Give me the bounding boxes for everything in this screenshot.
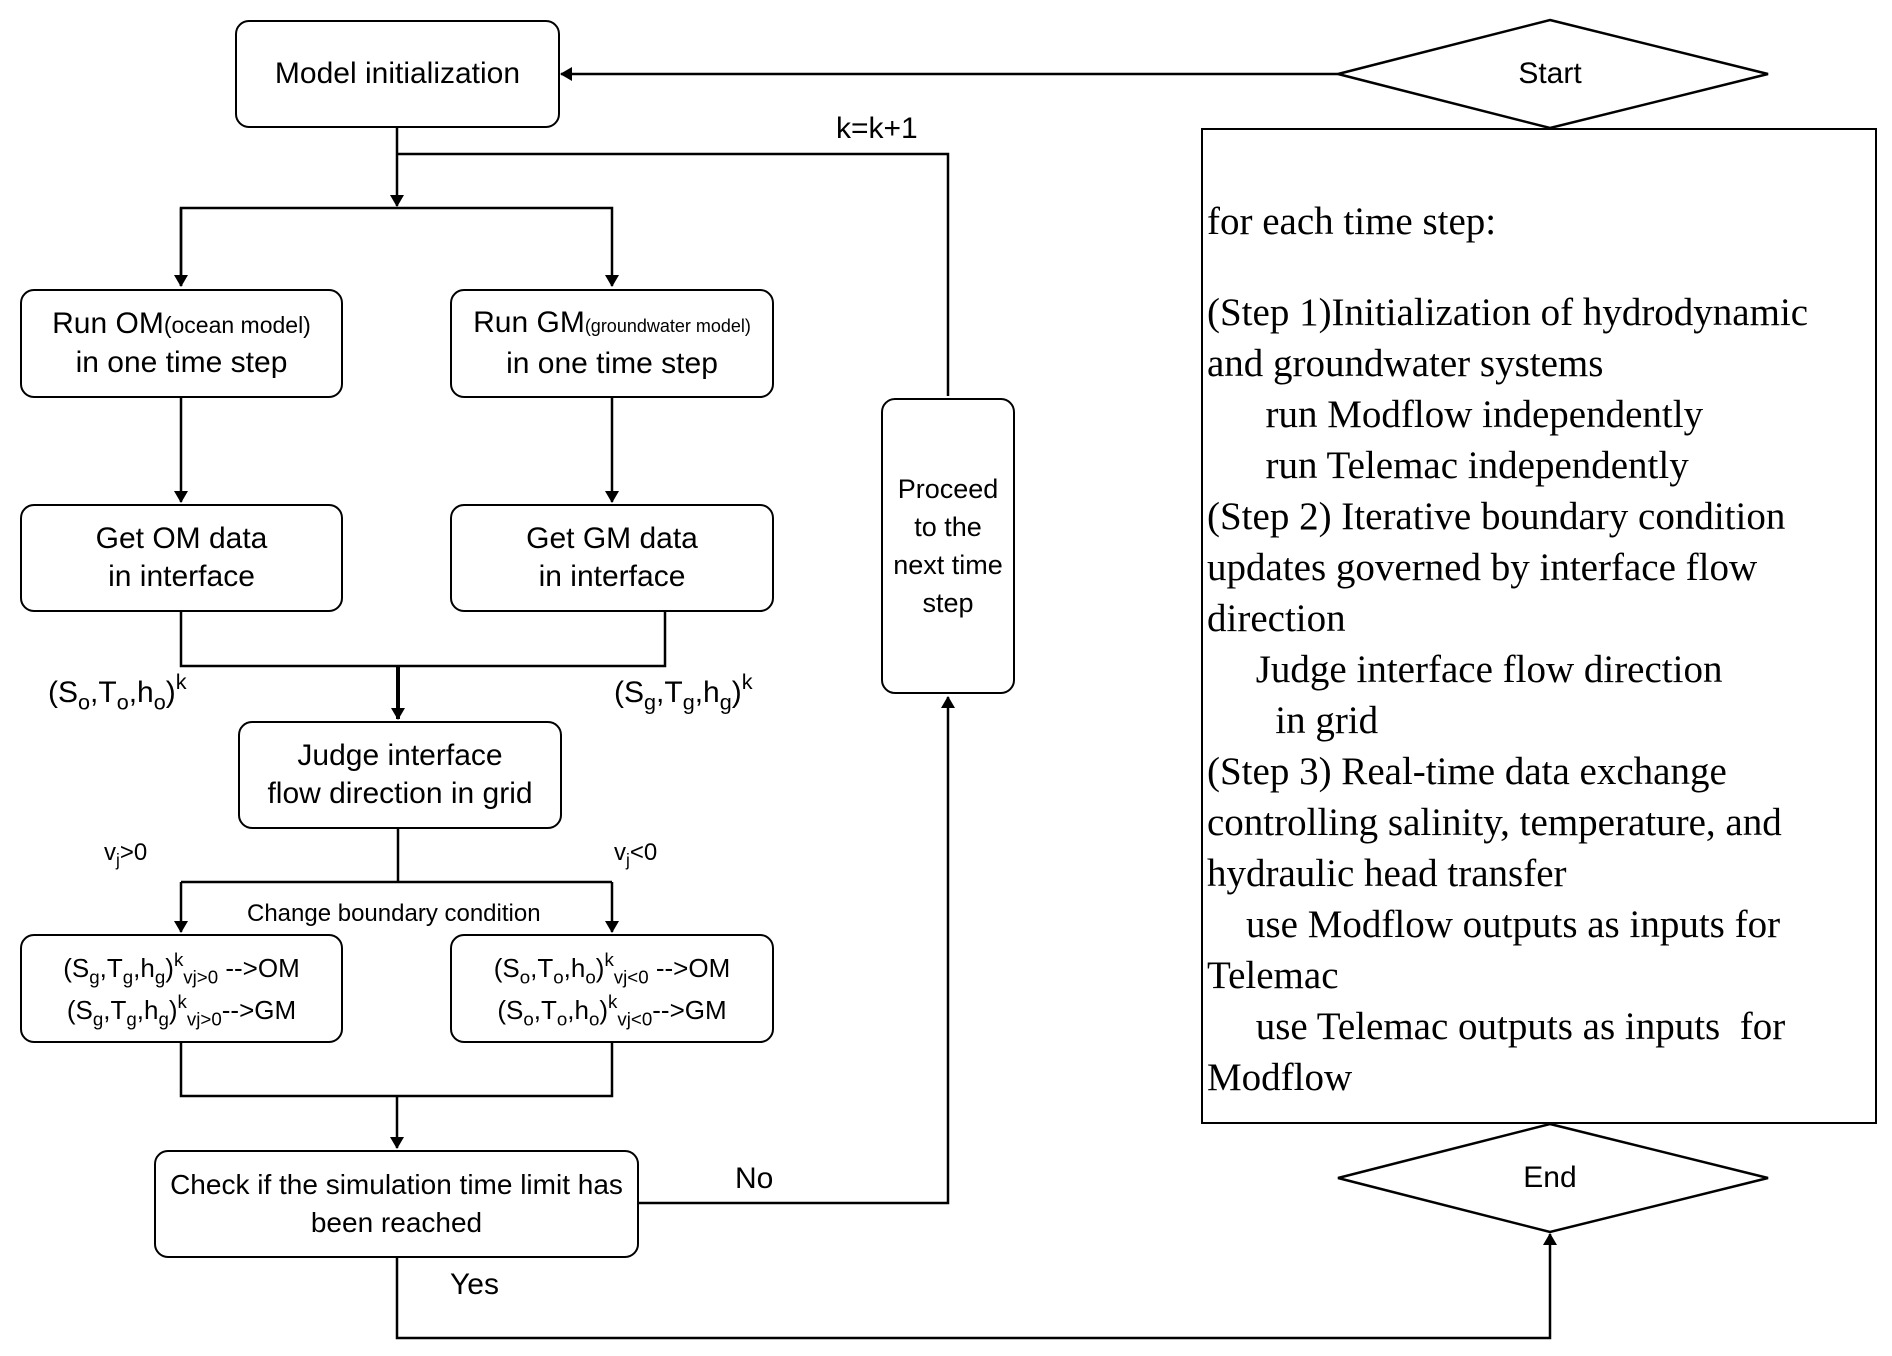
bc-positive-line1: (Sg,Tg,hg)kvj>0 -->OM: [63, 948, 300, 988]
panel-line-7: (Step 2) Iterative boundary condition: [1207, 495, 1786, 538]
run-om-box: Run OM(ocean model) in one time step: [20, 289, 343, 398]
judge-line2: flow direction in grid: [267, 777, 533, 810]
run-gm-title: Run GM(groundwater model): [473, 306, 751, 339]
get-gm-box: Get GM data in interface: [450, 504, 774, 612]
panel-line-17: use Telemac outputs as inputs for: [1207, 1005, 1786, 1048]
get-om-line2: in interface: [108, 560, 255, 593]
model-initialization-box: Model initialization: [235, 20, 560, 128]
get-om-box: Get OM data in interface: [20, 504, 343, 612]
bc-negative-box: (So,To,ho)kvj<0 -->OM (So,To,ho)kvj<0-->…: [450, 934, 774, 1043]
check-line1: Check if the simulation time limit has: [170, 1169, 623, 1200]
bc-negative-line2: (So,To,ho)kvj<0-->GM: [497, 990, 727, 1030]
get-gm-line1: Get GM data: [526, 522, 698, 555]
panel-line-1: for each time step:: [1207, 200, 1497, 243]
panel-line-14: hydraulic head transfer: [1207, 852, 1567, 895]
proceed-line2: to the: [914, 512, 982, 542]
om-vars-label: (So,To,ho)k: [48, 669, 187, 715]
panel-line-6: run Telemac independently: [1207, 444, 1689, 487]
panel-line-3: (Step 1)Initialization of hydrodynamic: [1207, 291, 1809, 334]
panel-line-16: Telemac: [1207, 954, 1339, 997]
check-time-limit-box: Check if the simulation time limit has b…: [154, 1150, 639, 1258]
panel-line-2: [1203, 247, 1875, 287]
panel-line-10: Judge interface flow direction: [1207, 648, 1723, 691]
judge-line1: Judge interface: [297, 739, 503, 772]
end-diamond: [1337, 1122, 1769, 1234]
proceed-box: Proceed to the next time step: [881, 398, 1015, 694]
run-om-line2: in one time step: [75, 346, 288, 379]
run-gm-line2: in one time step: [506, 347, 718, 380]
judge-flow-box: Judge interface flow direction in grid: [238, 721, 562, 829]
panel-line-11: in grid: [1207, 699, 1379, 742]
run-om-title: Run OM(ocean model): [52, 307, 311, 340]
cond-neg-label: vj<0: [614, 839, 658, 871]
panel-line-8: updates governed by interface flow: [1207, 546, 1758, 589]
cond-pos-label: vj>0: [104, 839, 148, 871]
check-line2: been reached: [310, 1207, 483, 1238]
yes-label: Yes: [450, 1268, 499, 1301]
bc-positive-line2: (Sg,Tg,hg)kvj>0-->GM: [66, 990, 297, 1030]
proceed-line3: next time: [893, 550, 1003, 580]
counter-label: k=k+1: [836, 112, 918, 145]
gm-vars-label: (Sg,Tg,hg)k: [614, 669, 753, 715]
panel-line-12: (Step 3) Real-time data exchange: [1207, 750, 1727, 793]
no-label: No: [735, 1162, 774, 1195]
panel-line-18: Modflow: [1207, 1056, 1353, 1099]
panel-line-15: use Modflow outputs as inputs for: [1207, 903, 1781, 946]
panel-line-13: controlling salinity, temperature, and: [1207, 801, 1782, 844]
panel-line-4: and groundwater systems: [1207, 342, 1604, 385]
get-gm-line2: in interface: [538, 560, 686, 593]
bc-positive-box: (Sg,Tg,hg)kvj>0 -->OM (Sg,Tg,hg)kvj>0-->…: [20, 934, 343, 1043]
proceed-line1: Proceed: [897, 474, 999, 504]
change-bc-label: Change boundary condition: [247, 900, 541, 927]
steps-panel: for each time step: (Step 1)Initializati…: [1201, 128, 1877, 1124]
run-gm-box: Run GM(groundwater model) in one time st…: [450, 289, 774, 398]
panel-line-9: direction: [1207, 597, 1346, 640]
proceed-line4: step: [922, 588, 974, 618]
model-initialization-label: Model initialization: [274, 57, 521, 90]
start-label: Start: [1518, 57, 1582, 90]
end-label: End: [1523, 1161, 1577, 1194]
get-om-line1: Get OM data: [95, 522, 268, 555]
panel-line-5: run Modflow independently: [1207, 393, 1704, 436]
bc-negative-line1: (So,To,ho)kvj<0 -->OM: [493, 948, 731, 988]
